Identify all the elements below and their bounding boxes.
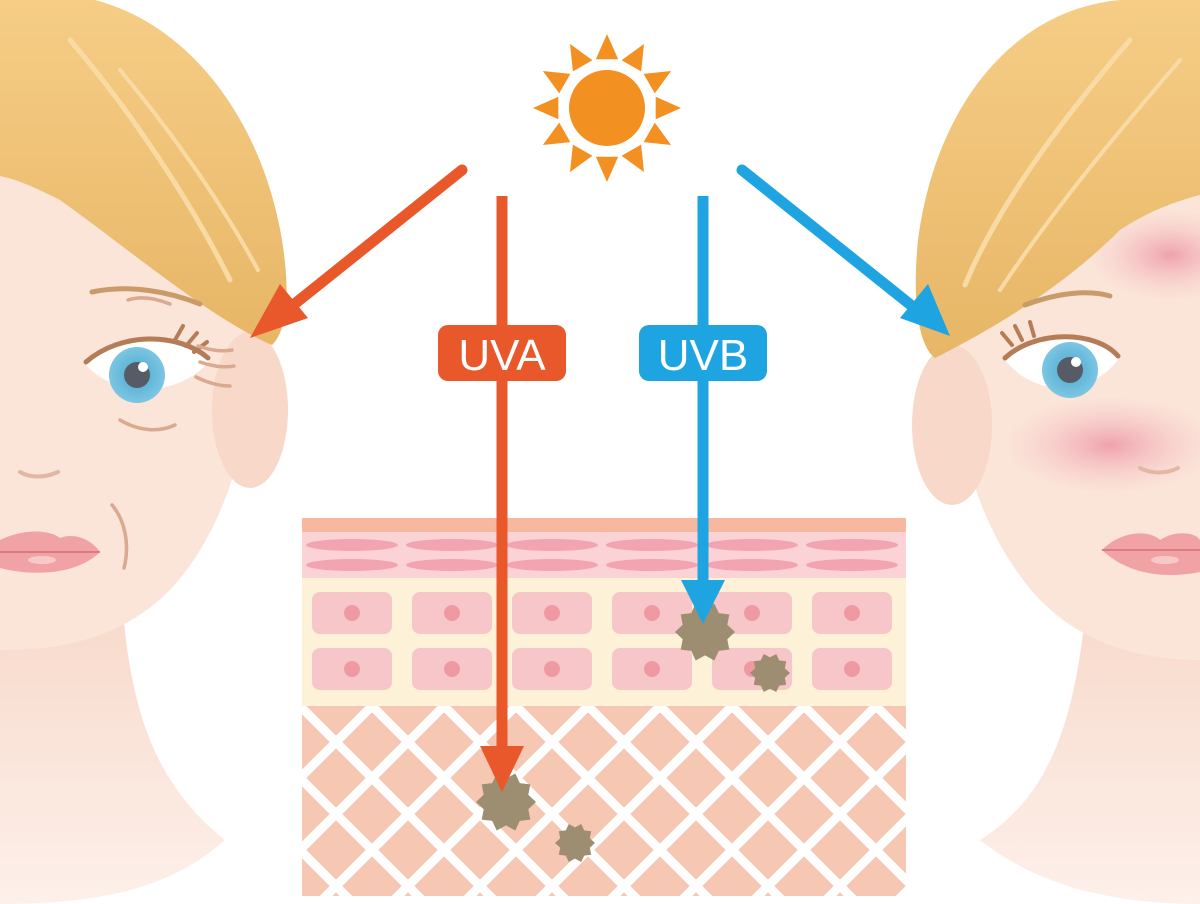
cell-nucleus xyxy=(344,661,360,677)
uvb-label-text: UVB xyxy=(658,331,748,380)
cell-nucleus xyxy=(444,661,460,677)
corneum-cell xyxy=(706,559,798,571)
uva-label: UVA xyxy=(438,325,566,381)
cell-nucleus xyxy=(744,605,760,621)
corneum-cell xyxy=(506,559,598,571)
cell-nucleus xyxy=(544,661,560,677)
cell-nucleus xyxy=(344,605,360,621)
uvb-diagonal-arrow xyxy=(736,164,918,312)
uvb-arrows xyxy=(681,164,950,624)
wrinkles xyxy=(110,296,236,570)
stratum-corneum xyxy=(302,532,906,578)
corneum-cell xyxy=(306,559,398,571)
sun-ray xyxy=(643,71,672,94)
left-hair xyxy=(0,0,287,345)
corneum-cell xyxy=(406,539,498,551)
sun-ray xyxy=(643,122,672,145)
cell-nucleus xyxy=(644,605,660,621)
sun-ray xyxy=(595,34,619,60)
sun-ray xyxy=(595,156,619,182)
left-face-aged xyxy=(0,0,288,904)
pigment-spots xyxy=(476,603,790,862)
uva-arrows xyxy=(250,164,524,792)
cell-nucleus xyxy=(844,661,860,677)
cell-nucleus xyxy=(844,605,860,621)
epidermis xyxy=(302,578,906,706)
cell-nucleus xyxy=(444,605,460,621)
skin-cross-section xyxy=(302,518,906,896)
dermis xyxy=(302,706,906,896)
pigment-spot-icon xyxy=(476,773,536,831)
left-ear xyxy=(212,332,288,488)
corneum-cell xyxy=(406,559,498,571)
sun-ray xyxy=(621,144,644,173)
pigment-spot-icon xyxy=(555,824,595,862)
cell-nucleus xyxy=(644,661,660,677)
sun-ray xyxy=(542,122,571,145)
right-hair xyxy=(915,0,1200,358)
right-face-sunburn xyxy=(912,0,1200,904)
corneum-cell xyxy=(706,539,798,551)
pigment-spot-icon xyxy=(675,603,735,661)
sun-ray xyxy=(655,96,681,120)
uva-label-text: UVA xyxy=(458,331,546,380)
corneum-cell xyxy=(606,539,698,551)
uvb-label: UVB xyxy=(639,325,767,381)
sun-ray xyxy=(570,43,593,72)
right-ear xyxy=(912,345,992,505)
redness-cheeks xyxy=(1005,397,1200,493)
sun-ray xyxy=(570,144,593,173)
corneum-cell xyxy=(806,559,898,571)
sun-ray xyxy=(542,71,571,94)
right-lips xyxy=(1102,533,1200,576)
skin-surface xyxy=(302,518,906,532)
sun-ray xyxy=(621,43,644,72)
sun-ray xyxy=(533,96,559,120)
cell-nucleus xyxy=(544,605,560,621)
corneum-cell xyxy=(506,539,598,551)
pigment-spot-icon xyxy=(750,654,790,692)
corneum-cell xyxy=(306,539,398,551)
uva-diagonal-arrow xyxy=(286,164,468,312)
corneum-cell xyxy=(806,539,898,551)
sun-icon xyxy=(533,34,681,182)
redness-forehead xyxy=(1090,210,1200,300)
corneum-cell xyxy=(606,559,698,571)
